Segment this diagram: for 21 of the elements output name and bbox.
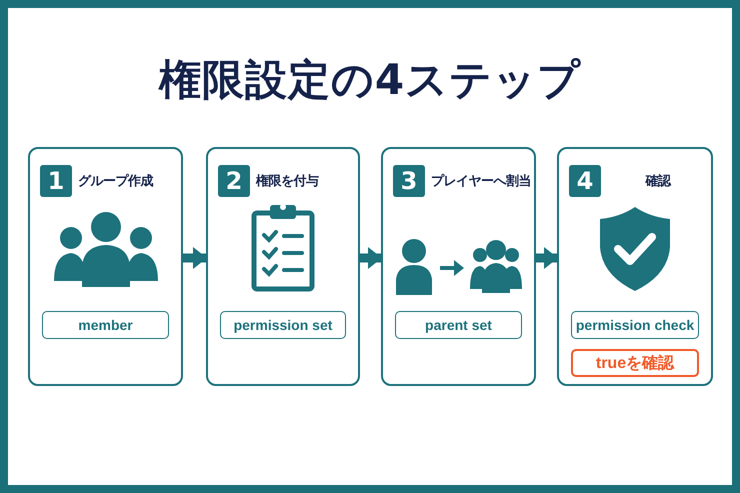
command-tag: parent set xyxy=(395,311,522,339)
command-tag: permission check xyxy=(571,311,699,339)
command-tag: permission set xyxy=(220,311,346,339)
title: 権限設定の4ステップ xyxy=(157,54,582,106)
step-heading: 権限を付与 xyxy=(256,173,320,190)
step-card xyxy=(557,147,713,386)
command-tag: member xyxy=(42,311,169,339)
step-heading: グループ作成 xyxy=(78,172,154,190)
result-tag: trueを確認 xyxy=(571,349,699,377)
step-card xyxy=(28,147,183,386)
step-heading: 確認 xyxy=(644,173,672,190)
step-card xyxy=(206,147,360,386)
step-card xyxy=(381,147,536,386)
step-heading: プレイヤーへ割当 xyxy=(431,172,532,190)
arrow xyxy=(183,247,207,269)
step-number-badge: 4 xyxy=(569,165,601,197)
step-number-badge: 2 xyxy=(218,165,250,197)
arrow xyxy=(536,247,558,269)
step-number-badge: 3 xyxy=(393,165,425,197)
arrow xyxy=(360,247,382,269)
step-number-badge: 1 xyxy=(40,165,72,197)
